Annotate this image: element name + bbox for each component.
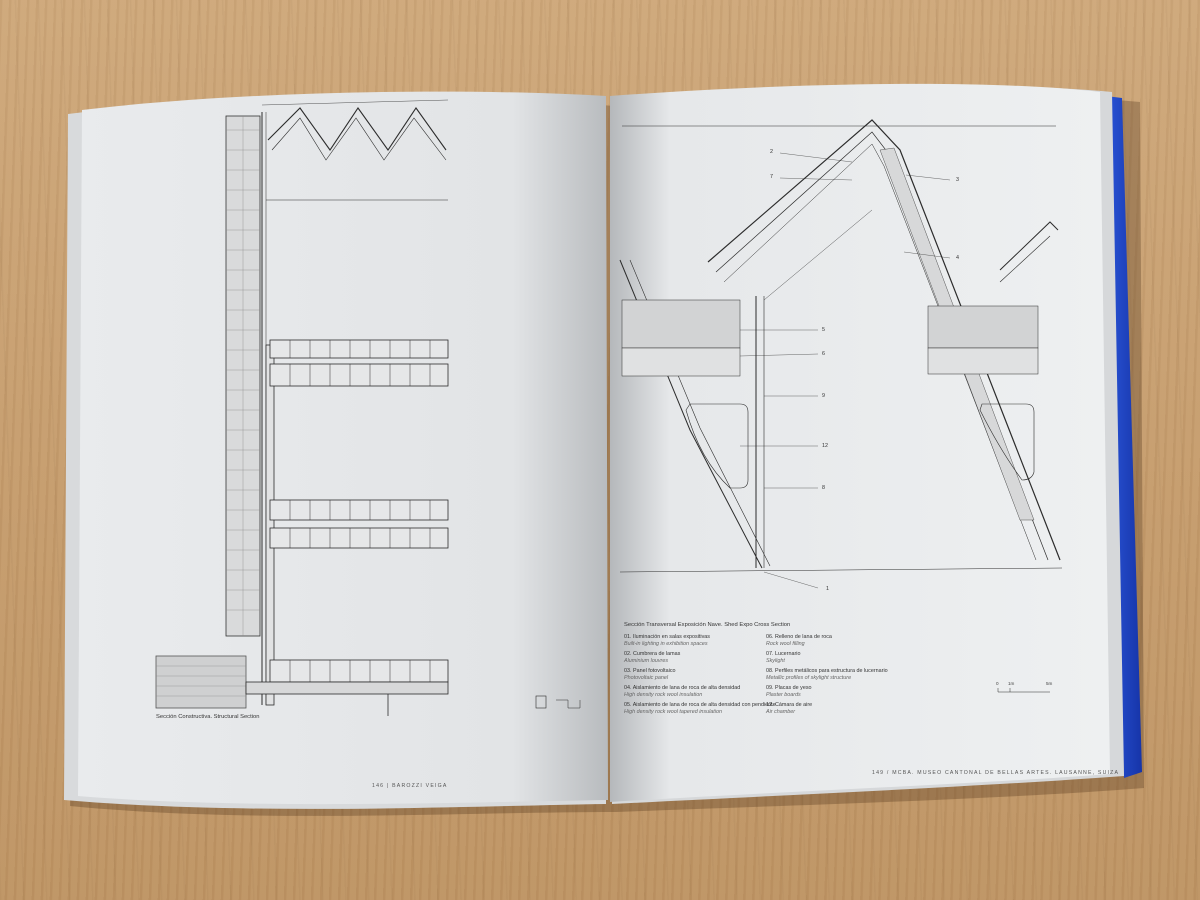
callout-6: 6 — [822, 351, 825, 357]
legend-item: 09. Placas de yeso Plaster boards — [766, 685, 812, 698]
callout-7: 7 — [770, 174, 773, 180]
legend-item: 04. Aislamiento de lana de roca de alta … — [624, 685, 741, 698]
right-page-folio: 149 / MCBA. MUSEO CANTONAL DE BELLAS ART… — [872, 770, 1119, 776]
callout-3: 3 — [956, 177, 959, 183]
folio-number: 146 — [372, 783, 385, 789]
legend-item: 07. Lucernario Skylight — [766, 651, 801, 664]
callout-8: 8 — [822, 485, 825, 491]
legend-column-right: 06. Relleno de lana de roca Rock wool fi… — [766, 634, 916, 719]
legend-item: 08. Perfiles metálicos para estructura d… — [766, 668, 888, 681]
folio-title: BAROZZI VEIGA — [392, 783, 448, 789]
legend-item: 06. Relleno de lana de roca Rock wool fi… — [766, 634, 832, 647]
right-page-caption: Sección Transversal Exposición Nave. She… — [624, 622, 791, 628]
left-page-caption: Sección Constructiva. Structural Section — [156, 714, 260, 720]
callout-1: 1 — [826, 586, 829, 592]
callout-9: 9 — [822, 393, 825, 399]
legend-item: 03. Panel fotovoltaico Photovoltaic pane… — [624, 668, 676, 681]
legend-column-left: 01. Iluminación en salas expositivas Bui… — [624, 634, 776, 719]
callout-5: 5 — [822, 327, 825, 333]
left-page — [78, 91, 608, 805]
callout-4: 4 — [956, 255, 959, 261]
scale-label-0: 0 — [996, 681, 999, 686]
callout-12: 12 — [822, 443, 828, 449]
folio-separator: / — [886, 770, 890, 776]
legend-item: 05. Aislamiento de lana de roca de alta … — [624, 702, 776, 715]
legend-item: 01. Iluminación en salas expositivas Bui… — [624, 634, 710, 647]
legend-item: 12. Cámara de aire Air chamber — [766, 702, 813, 715]
folio-separator: | — [386, 783, 390, 789]
left-page-folio: 146 | BAROZZI VEIGA — [372, 783, 448, 789]
folio-number: 149 — [872, 770, 885, 776]
legend-item: 02. Cumbrera de lamas Aluminium louvres — [624, 651, 681, 664]
shed-cross-section-drawing — [619, 119, 1063, 693]
right-page — [610, 83, 1110, 802]
folio-title: MCBA. MUSEO CANTONAL DE BELLAS ARTES. LA… — [892, 770, 1120, 776]
scale-label-1m: 1m — [1008, 681, 1015, 686]
callout-2: 2 — [770, 149, 773, 155]
structural-section-drawing — [155, 99, 581, 716]
scale-label-5m: 5m — [1046, 681, 1053, 686]
